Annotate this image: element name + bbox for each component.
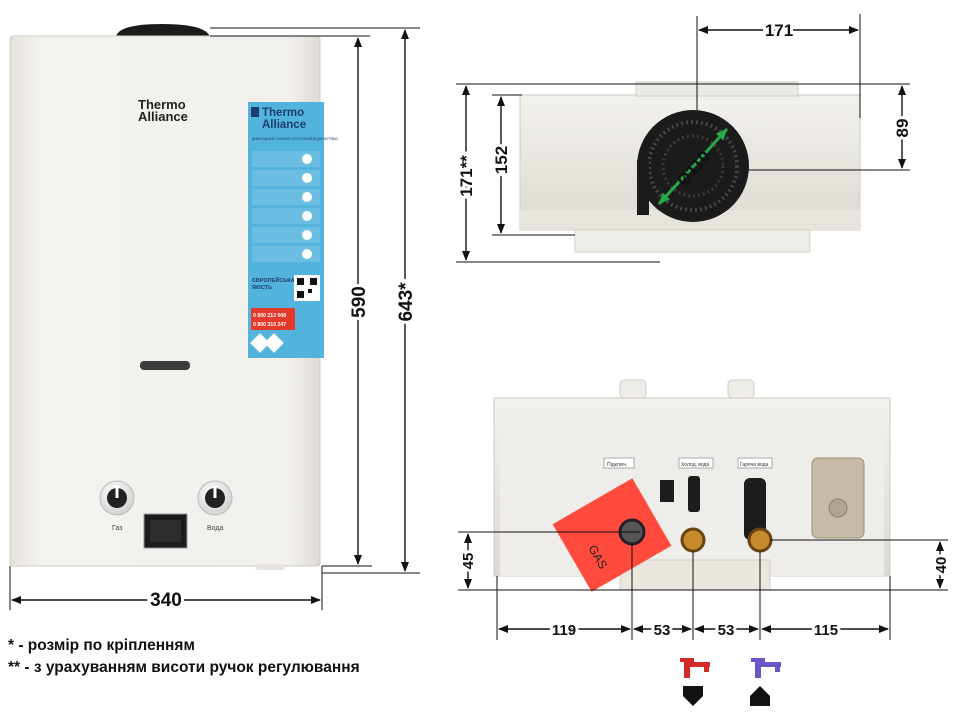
- gas-tag: GAS: [552, 478, 672, 592]
- flue-collar: [116, 24, 210, 37]
- top-depth-label: 152: [492, 146, 511, 174]
- bottom-dim-b: 53: [654, 622, 671, 639]
- front-mount-height-label: 643*: [396, 282, 417, 322]
- label-subtitle: ДИМОХІДНИЙ ГАЗОВИЙ ПРОТОЧНИЙ ВОДОНАГРІВА…: [252, 137, 338, 141]
- flame-window: [140, 361, 190, 370]
- top-view: Ø110 171 89 171** 152: [454, 14, 915, 263]
- label-feature-rows: [252, 151, 320, 262]
- brand-logo-line2: Alliance: [138, 109, 188, 124]
- bottom-dim-c: 53: [718, 622, 735, 639]
- phone-box: [251, 308, 295, 330]
- gas-knob[interactable]: [99, 480, 135, 516]
- label-phone-2: 0 800 310 247: [253, 322, 286, 328]
- cold-water-inlet: [680, 527, 706, 553]
- label-brand-line2: Alliance: [262, 119, 306, 131]
- flue-diameter-arrow: [657, 127, 729, 206]
- footnote-mount: * - розмір по кріпленням: [8, 637, 195, 654]
- label-europe-line2: ЯКІСТЬ: [252, 285, 272, 291]
- bottom-label-right: Гаряча вода: [740, 462, 769, 468]
- top-depth-knobs-label: 171**: [457, 155, 476, 197]
- hot-water-outlet: [747, 527, 773, 553]
- label-brand-line1: Thermo: [262, 107, 304, 119]
- footnote-knobs: ** - з урахуванням висоти ручок регулюва…: [8, 659, 360, 676]
- hot-water-icon: [680, 658, 710, 706]
- side-valve: [811, 457, 865, 539]
- bottom-connector: [255, 564, 285, 570]
- product-label: Thermo Alliance ДИМОХІДНИЙ ГАЗОВИЙ ПРОТО…: [248, 102, 338, 358]
- top-flue-depth-label: 89: [893, 119, 912, 138]
- front-view: Thermo Alliance Thermo Alliance ДИМОХІДН…: [9, 24, 420, 614]
- label-europe-line1: ЄВРОПЕЙСЬКА: [252, 276, 295, 284]
- water-knob-label: Вода: [207, 525, 223, 532]
- front-width-label: 340: [150, 590, 182, 611]
- brand-logo-line1: Thermo: [138, 97, 186, 112]
- water-knob[interactable]: [197, 480, 233, 516]
- bottom-left-height-label: 45: [460, 553, 477, 570]
- bottom-view: Підключ. Холод. вода Гаряча вода GAS 45 …: [457, 379, 953, 642]
- bottom-dim-d: 115: [814, 622, 838, 639]
- front-height-label: 590: [349, 286, 370, 318]
- cold-water-icon: [750, 658, 781, 706]
- top-flue-offset-label: 171: [765, 21, 793, 40]
- bottom-label-middle: Холод. вода: [681, 462, 709, 468]
- bottom-dim-a: 119: [552, 622, 576, 639]
- bottom-label-left: Підключ.: [607, 462, 627, 468]
- bottom-right-height-label: 40: [933, 557, 950, 574]
- label-phone-1: 0 800 212 008: [253, 313, 286, 319]
- gas-knob-label: Газ: [112, 525, 122, 532]
